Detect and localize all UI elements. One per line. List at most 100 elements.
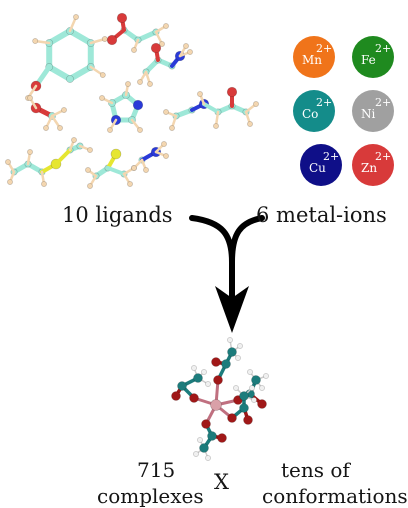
hydrogen-atom — [205, 455, 211, 461]
hydrogen-atom — [251, 397, 257, 403]
oxygen-atom — [189, 393, 199, 403]
hydrogen-atom — [27, 149, 33, 155]
hydrogen-atom — [263, 373, 269, 379]
sulfur-atom — [110, 148, 122, 160]
carbon-atom — [239, 391, 249, 401]
hydrogen-atom — [233, 385, 239, 391]
bond — [67, 28, 94, 46]
hydrogen-atom — [57, 125, 63, 131]
arrow-head-icon — [215, 286, 249, 333]
hydrogen-atom — [227, 337, 233, 343]
hydrogen-atom — [43, 125, 49, 131]
metal-ion-fe: Fe 2+ — [352, 36, 394, 78]
hydrogen-atom — [213, 123, 219, 129]
hydrogen-atom — [247, 121, 253, 127]
hydrogen-atom — [41, 181, 47, 187]
hydrogen-atom — [237, 343, 243, 349]
oxygen-atom — [116, 12, 128, 24]
ligand-structures — [5, 12, 259, 189]
ion-charge: 2+ — [375, 96, 392, 109]
oxygen-atom — [150, 42, 162, 54]
hydrogen-atom — [137, 127, 143, 133]
hydrogen-atom — [161, 141, 167, 147]
oxygen-atom — [226, 86, 238, 98]
ligand-acetate — [106, 12, 169, 53]
hydrogen-atom — [259, 385, 265, 391]
oxygen-atom — [171, 391, 181, 401]
hydrogen-atom — [87, 183, 93, 189]
hydrogen-atom — [197, 91, 203, 97]
ion-charge: 2+ — [316, 42, 333, 55]
hydrogen-atom — [131, 47, 137, 53]
hydrogen-atom — [131, 165, 137, 171]
ion-charge: 2+ — [323, 150, 340, 163]
hydrogen-atom — [137, 79, 143, 85]
hydrogen-atom — [99, 95, 105, 101]
carbon-atom — [199, 443, 209, 453]
ion-charge: 2+ — [316, 96, 333, 109]
bond — [106, 166, 126, 176]
hydrogen-atom — [5, 159, 11, 165]
ligand-methanol — [27, 95, 67, 131]
hydrogen-atom — [197, 437, 203, 443]
ligand-methanethiol — [85, 148, 137, 189]
hydrogen-atom — [85, 167, 91, 173]
metal-ion-mn: Mn 2+ — [293, 36, 335, 78]
hydrogen-atom — [7, 179, 13, 185]
carbon-atom — [221, 359, 231, 369]
bond — [46, 64, 73, 82]
merge-arrow — [189, 215, 265, 333]
ion-symbol: Cu — [309, 161, 326, 175]
oxygen-atom — [243, 415, 253, 425]
bond — [202, 102, 220, 114]
ligand-phenol — [25, 14, 108, 101]
ligand-methylamine — [131, 141, 169, 173]
metal-center-atom — [210, 399, 222, 411]
bond — [54, 148, 72, 166]
ligand-thioether — [5, 137, 93, 187]
hydrogen-atom — [201, 369, 207, 375]
ligand-imidazole — [99, 81, 144, 133]
hydrogen-atom — [107, 127, 113, 133]
bond — [46, 28, 73, 46]
hydrogen-atom — [147, 81, 153, 87]
hydrogen-atom — [183, 43, 189, 49]
oxygen-atom — [257, 399, 267, 409]
ion-charge: 2+ — [375, 150, 392, 163]
hydrogen-atom — [101, 36, 108, 42]
hydrogen-atom — [163, 109, 169, 115]
carbon-atom — [239, 403, 249, 413]
nitrogen-atom — [132, 99, 144, 111]
hydrogen-atom — [163, 153, 169, 159]
carbon-atom — [251, 375, 261, 385]
ligand-count-label: 10 ligands — [62, 203, 173, 227]
hydrogen-atom — [247, 369, 253, 375]
hydrogen-atom — [205, 381, 211, 387]
bond — [67, 64, 94, 82]
ion-symbol: Mn — [302, 53, 323, 67]
metal-complex-structure — [171, 337, 269, 461]
ion-symbol: Fe — [361, 53, 376, 67]
hydrogen-atom — [87, 147, 93, 153]
ion-charge: 2+ — [375, 42, 392, 55]
hydrogen-atom — [187, 49, 193, 55]
hydrogen-atom — [73, 14, 79, 20]
hydrogen-atom — [235, 355, 241, 361]
metal-ion-count-label: 6 metal-ions — [256, 203, 387, 227]
oxygen-atom — [106, 34, 118, 46]
hydrogen-atom — [27, 95, 33, 101]
hydrogen-atom — [163, 23, 169, 29]
hydrogen-atom — [253, 101, 259, 107]
hydrogen-atom — [193, 451, 199, 457]
complex-count: 715 — [137, 458, 176, 482]
multiply-sign: X — [214, 470, 229, 494]
carbon-atom — [193, 373, 203, 383]
hydrogen-atom — [125, 81, 131, 87]
tens-of-label: tens of — [281, 458, 350, 482]
metal-ion-cu: Cu 2+ — [300, 144, 342, 186]
carbon-atom — [66, 75, 74, 83]
ion-symbol: Co — [302, 107, 319, 121]
hydrogen-atom — [191, 365, 197, 371]
metal-ion-zn: Zn 2+ — [352, 144, 394, 186]
